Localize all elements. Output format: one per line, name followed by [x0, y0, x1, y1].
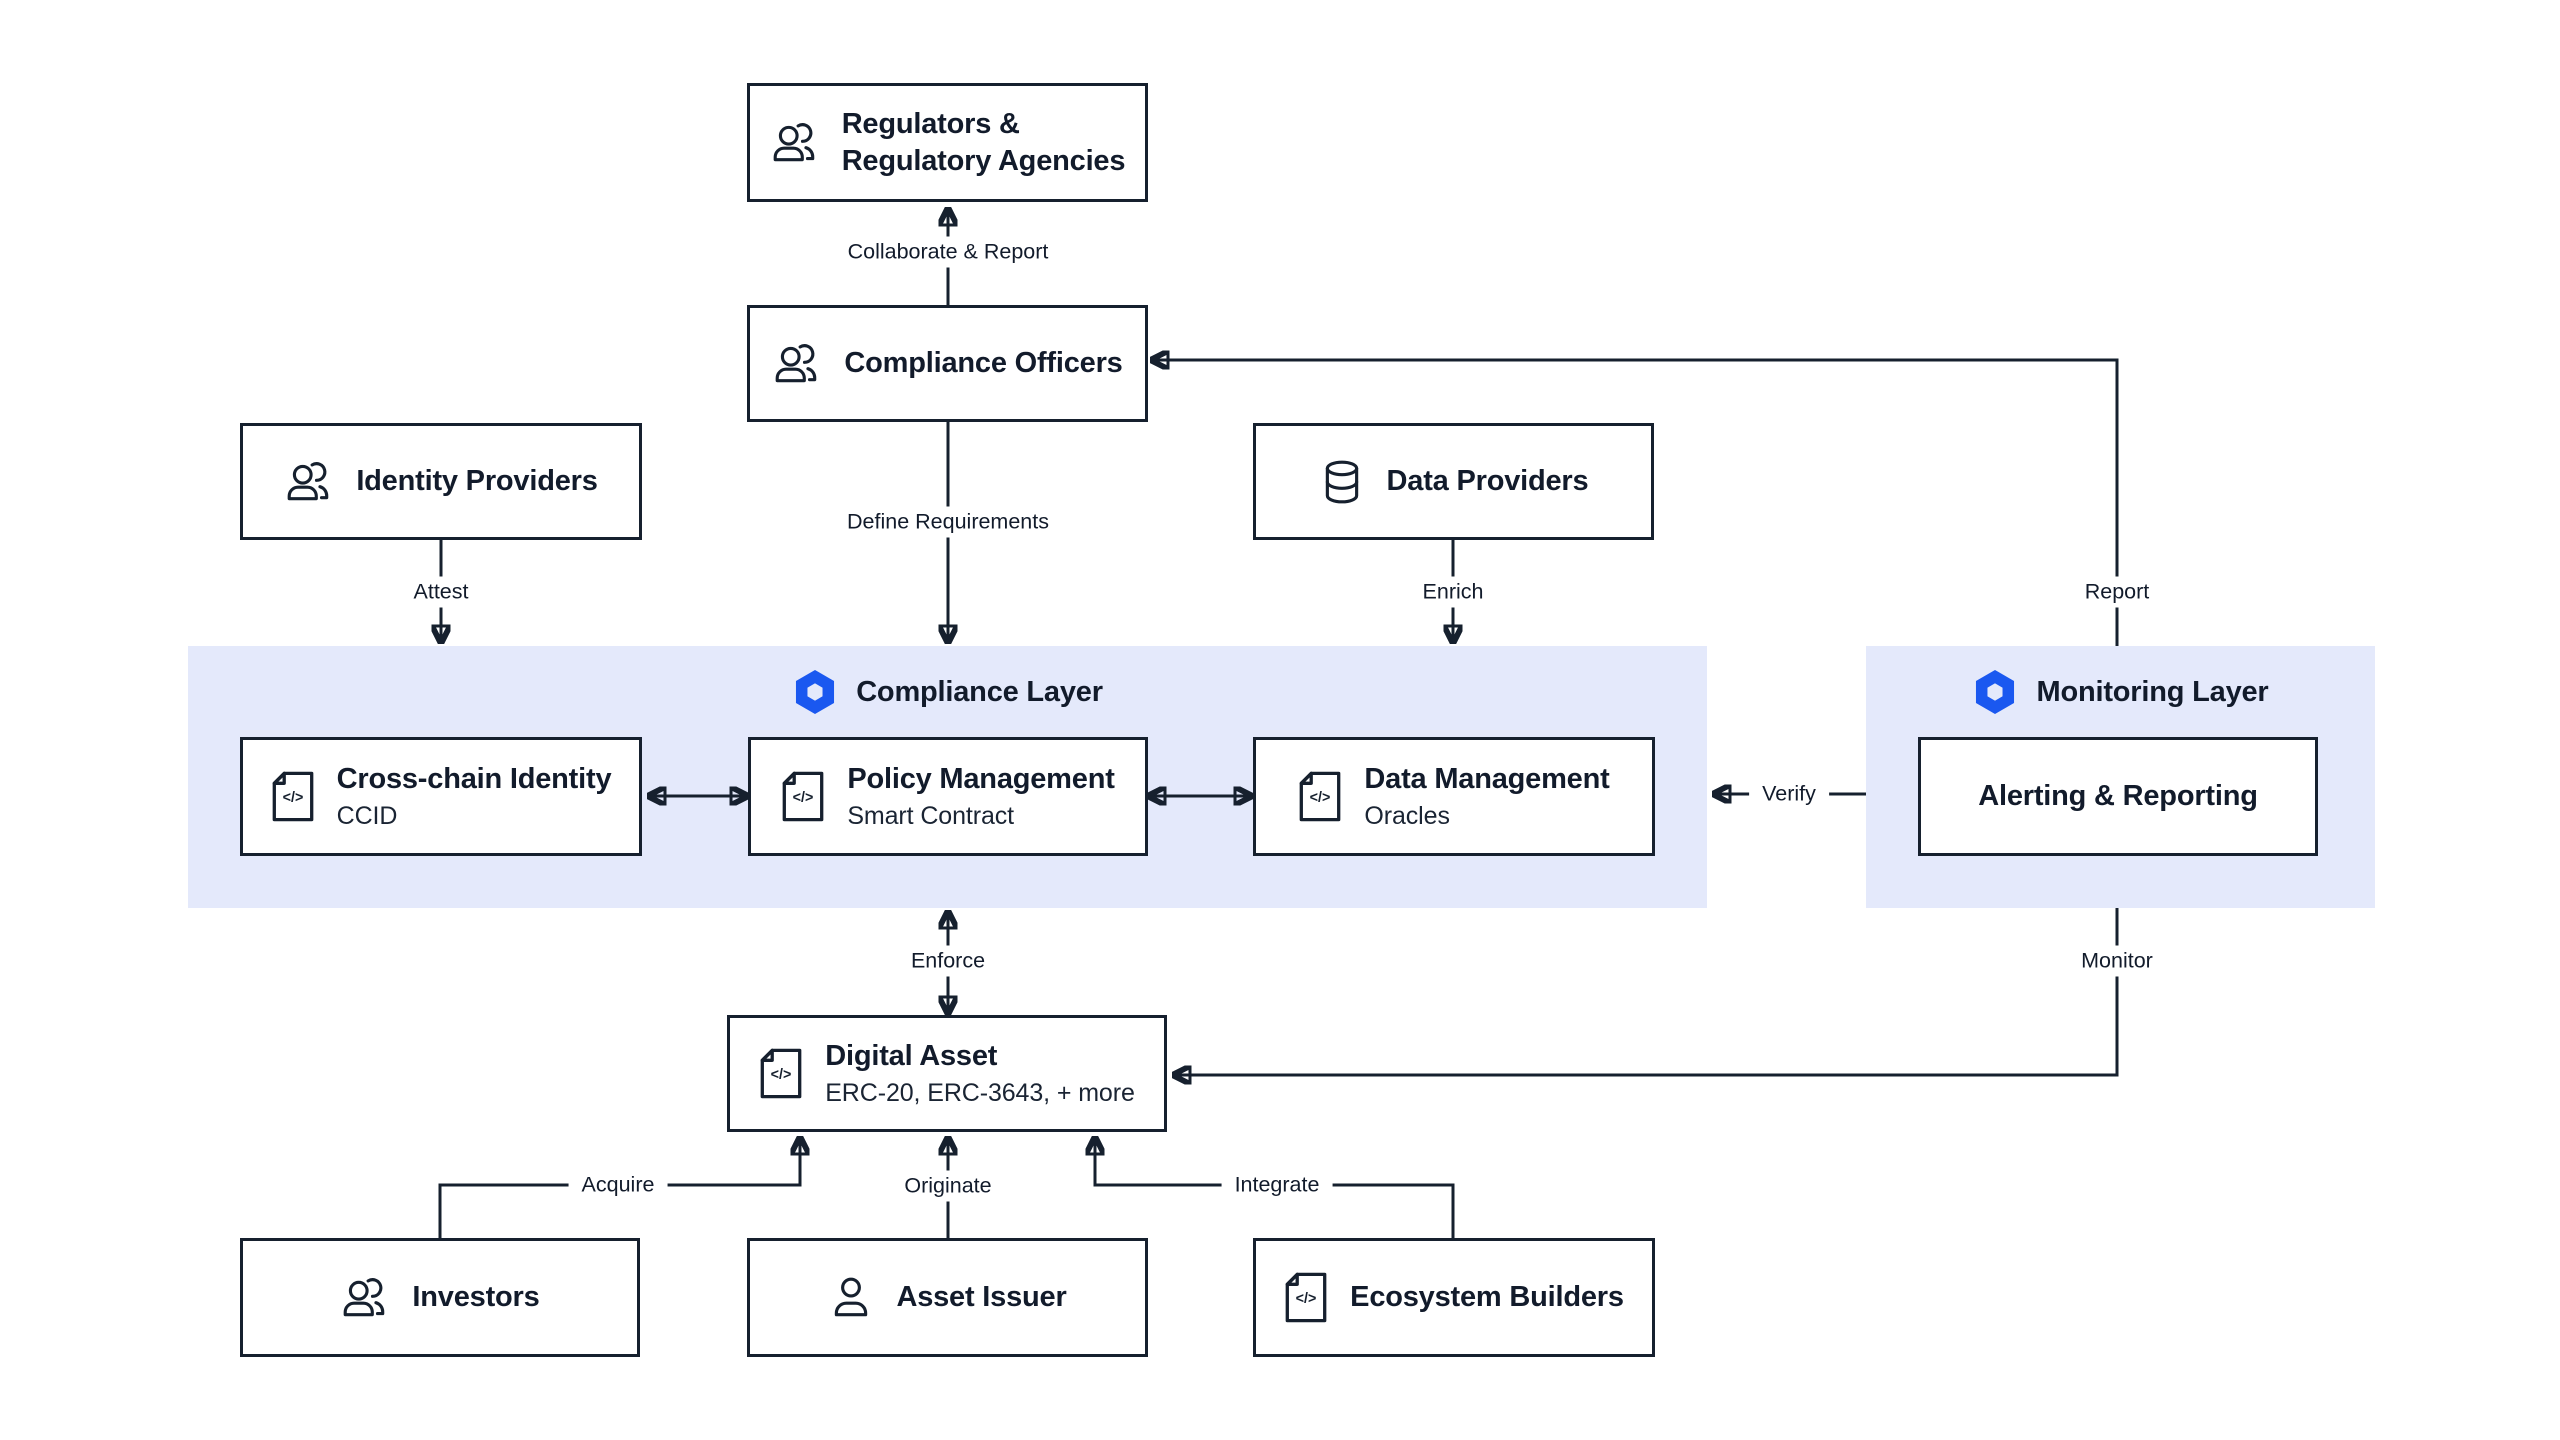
smart-contract-icon: </> [759, 1047, 803, 1100]
svg-text:</>: </> [771, 1067, 792, 1083]
ecosystem-builders-node: </> Ecosystem Builders [1253, 1238, 1655, 1357]
policy-management-node: </> Policy Management Smart Contract [748, 737, 1148, 856]
cross-chain-identity-node: </> Cross-chain Identity CCID [240, 737, 642, 856]
monitoring-layer-header: Monitoring Layer [1866, 669, 2375, 715]
node-subtitle: CCID [336, 801, 398, 830]
investors-node: Investors [240, 1238, 640, 1357]
asset-issuer-node: Asset Issuer [747, 1238, 1148, 1357]
edge-label-integrate: Integrate [1221, 1169, 1333, 1201]
compliance-layer-header: Compliance Layer [188, 669, 1707, 715]
edge-monitor-line [1176, 908, 2119, 1075]
users-icon [772, 341, 822, 387]
node-title: Alerting & Reporting [1978, 780, 2258, 813]
edge-report-line [1154, 360, 2119, 646]
edge-label-verify: Verify [1749, 778, 1829, 810]
node-title: Ecosystem Builders [1350, 1281, 1624, 1314]
edge-label-acquire: Acquire [568, 1169, 668, 1201]
node-title: Compliance Officers [844, 347, 1123, 380]
chainlink-hexagon-icon [792, 669, 838, 715]
users-icon [770, 120, 820, 166]
node-subtitle: ERC-20, ERC-3643, + more [825, 1078, 1135, 1107]
svg-text:</>: </> [1296, 1291, 1317, 1307]
edge-label-enforce: Enforce [897, 945, 999, 977]
smart-contract-icon: </> [1284, 1271, 1328, 1324]
data-management-node: </> Data Management Oracles [1253, 737, 1655, 856]
svg-text:</>: </> [282, 790, 303, 806]
digital-asset-node: </> Digital Asset ERC-20, ERC-3643, + mo… [727, 1015, 1167, 1132]
smart-contract-icon: </> [781, 770, 825, 823]
chainlink-hexagon-icon [1972, 669, 2018, 715]
monitoring-layer-title: Monitoring Layer [2036, 675, 2269, 708]
node-title: Digital Asset [825, 1039, 998, 1072]
edge-label-attest: Attest [400, 576, 482, 608]
users-icon [340, 1275, 390, 1321]
user-icon [828, 1275, 874, 1321]
users-icon [284, 459, 334, 505]
node-title: Cross-chain Identity [336, 762, 612, 795]
node-title: Data Providers [1386, 465, 1589, 498]
node-title: Identity Providers [356, 465, 598, 498]
edge-label-enrich: Enrich [1409, 576, 1497, 608]
node-title: Policy Management [847, 762, 1115, 795]
svg-text:</>: </> [793, 790, 814, 806]
edge-label-originate: Originate [891, 1170, 1005, 1202]
node-subtitle: Smart Contract [847, 801, 1015, 830]
compliance-layer-title: Compliance Layer [856, 675, 1103, 708]
node-title: Data Management [1364, 762, 1610, 795]
data-providers-node: Data Providers [1253, 423, 1654, 540]
alerting-reporting-node: Alerting & Reporting [1918, 737, 2318, 856]
database-icon [1319, 459, 1365, 505]
regulators-node: Regulators & Regulatory Agencies [747, 83, 1148, 202]
smart-contract-icon: </> [271, 770, 315, 823]
svg-text:</>: </> [1310, 790, 1331, 806]
node-title: Investors [412, 1281, 540, 1314]
node-title: Asset Issuer [896, 1281, 1067, 1314]
edge-label-define-requirements: Define Requirements [834, 506, 1062, 538]
edge-label-monitor: Monitor [2068, 945, 2166, 977]
compliance-officers-node: Compliance Officers [747, 305, 1148, 422]
edge-label-collaborate-report: Collaborate & Report [834, 236, 1062, 268]
node-subtitle: Oracles [1364, 801, 1450, 830]
identity-providers-node: Identity Providers [240, 423, 642, 540]
smart-contract-icon: </> [1298, 770, 1342, 823]
node-title: Regulators & Regulatory Agencies [841, 107, 1126, 177]
edge-label-report: Report [2071, 576, 2163, 608]
